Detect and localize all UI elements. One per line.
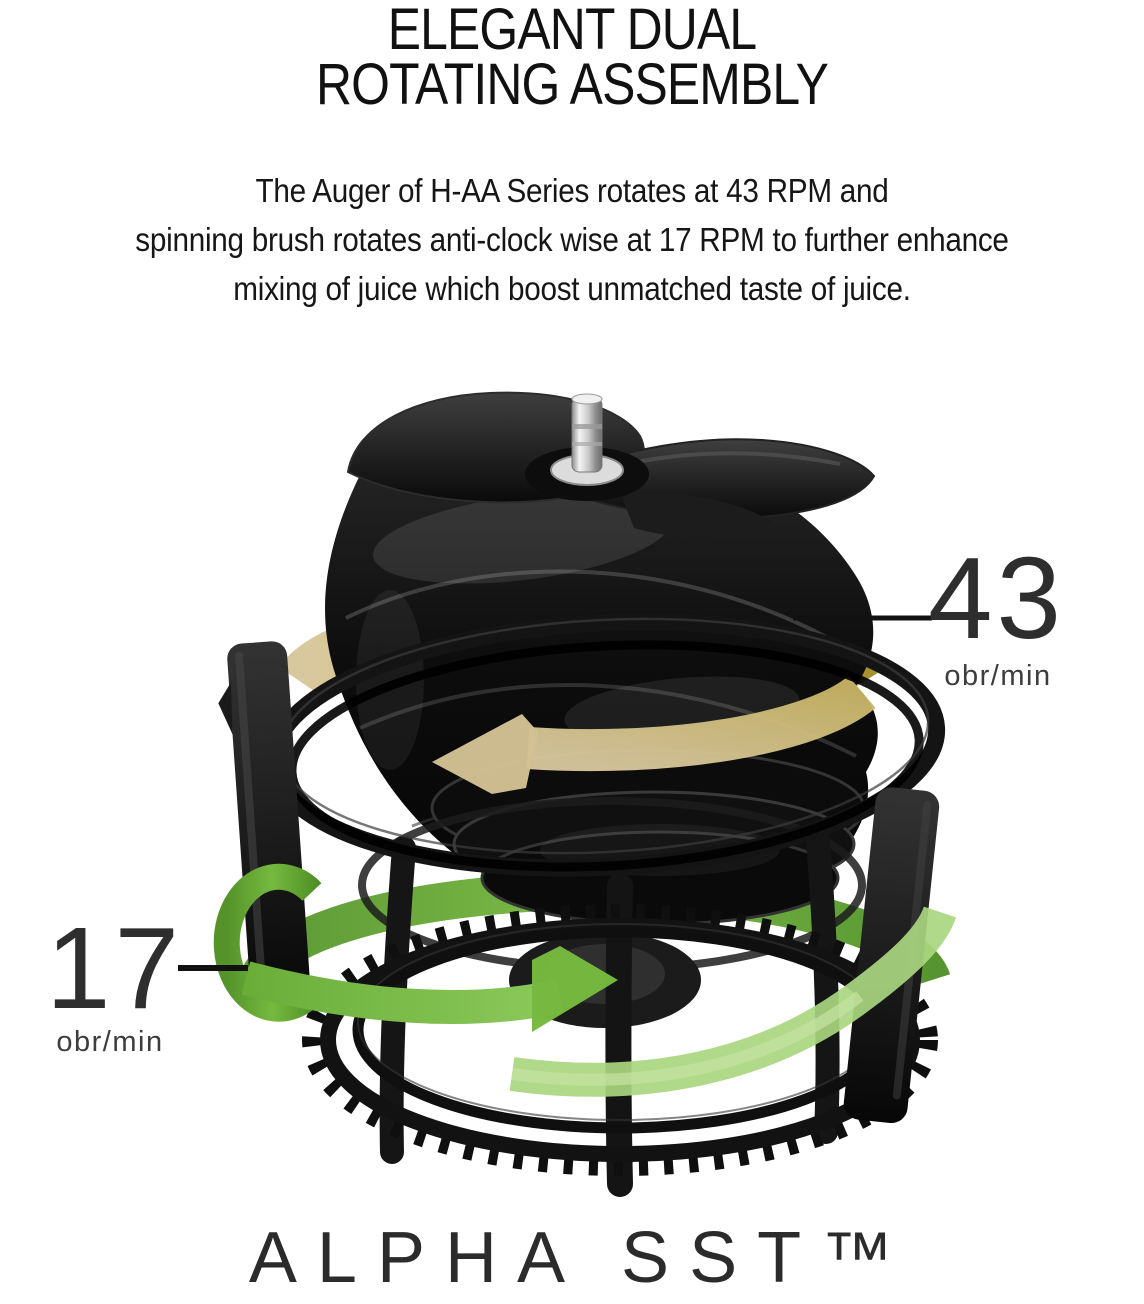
description-line: mixing of juice which boost unmatched ta… <box>233 270 911 307</box>
brush-rotation-arrow-icon <box>213 863 957 1097</box>
auger-speed-unit: obr/min <box>944 660 1052 692</box>
auger-speed-value: 43 <box>928 533 1066 663</box>
brush-speed-value: 17 <box>46 903 184 1033</box>
page-title: ELEGANT DUAL ROTATING ASSEMBLY <box>80 0 1064 117</box>
description-text: The Auger of H-AA Series rotates at 43 R… <box>57 166 1087 313</box>
brush-arrow-head <box>532 946 618 1032</box>
description-line: The Auger of H-AA Series rotates at 43 R… <box>255 172 889 209</box>
drive-shaft-pin <box>571 393 603 473</box>
product-name: ALPHA SST™ <box>0 1222 1144 1294</box>
title-line-2: ROTATING ASSEMBLY <box>316 52 829 117</box>
auger-top-wing <box>346 391 876 538</box>
gear-ring-teeth <box>302 904 938 1176</box>
title-line-1: ELEGANT DUAL <box>387 0 757 62</box>
auger-rotation-arrow-icon <box>432 675 876 794</box>
left-scraper-paddle <box>218 641 311 1009</box>
description-line: spinning brush rotates anti-clock wise a… <box>135 221 1009 258</box>
auger-assembly-illustration <box>178 391 957 1197</box>
rotating-brush-basket <box>218 613 946 1197</box>
product-name-text: ALPHA SST <box>248 1218 822 1298</box>
brush-speed-unit: obr/min <box>56 1026 164 1058</box>
auger-arrow-head <box>432 714 538 794</box>
trademark-symbol: ™ <box>821 1218 896 1298</box>
